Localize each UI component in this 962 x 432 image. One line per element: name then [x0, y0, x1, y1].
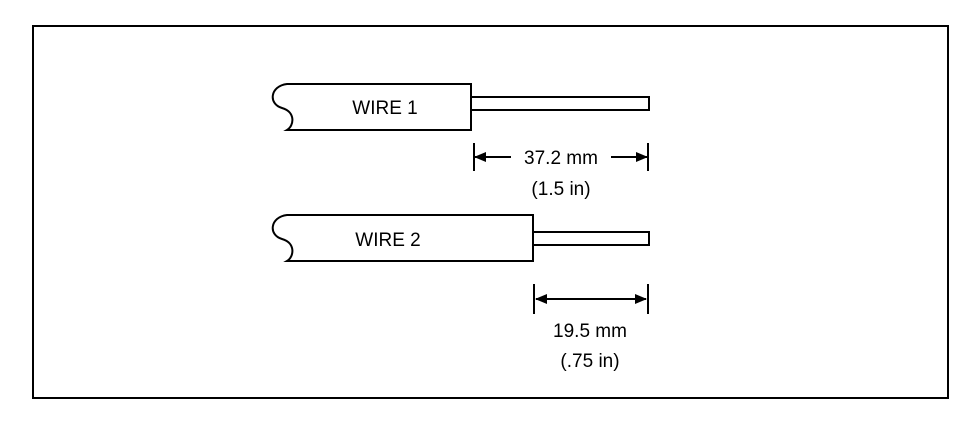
wire-2-dimension: 19.5 mm (.75 in) [533, 284, 649, 372]
wire-1-label: WIRE 1 [352, 98, 417, 119]
wire-2-label: WIRE 2 [355, 230, 420, 251]
wire-2-conductor [532, 231, 650, 246]
wire-1-insulation [271, 83, 472, 131]
wire-1-length-in: (1.5 in) [531, 179, 590, 200]
wire-1-conductor [470, 96, 650, 111]
wire-1-length-mm: 37.2 mm [524, 148, 598, 169]
diagram-frame [32, 25, 949, 399]
wire-2-length-in: (.75 in) [560, 351, 619, 372]
wire-2: WIRE 2 [271, 214, 650, 262]
wire-1: WIRE 1 [271, 83, 650, 131]
wire-2-length-mm: 19.5 mm [553, 321, 627, 342]
wire-2-insulation [271, 214, 534, 262]
wire-1-dimension: 37.2 mm (1.5 in) [473, 143, 649, 200]
